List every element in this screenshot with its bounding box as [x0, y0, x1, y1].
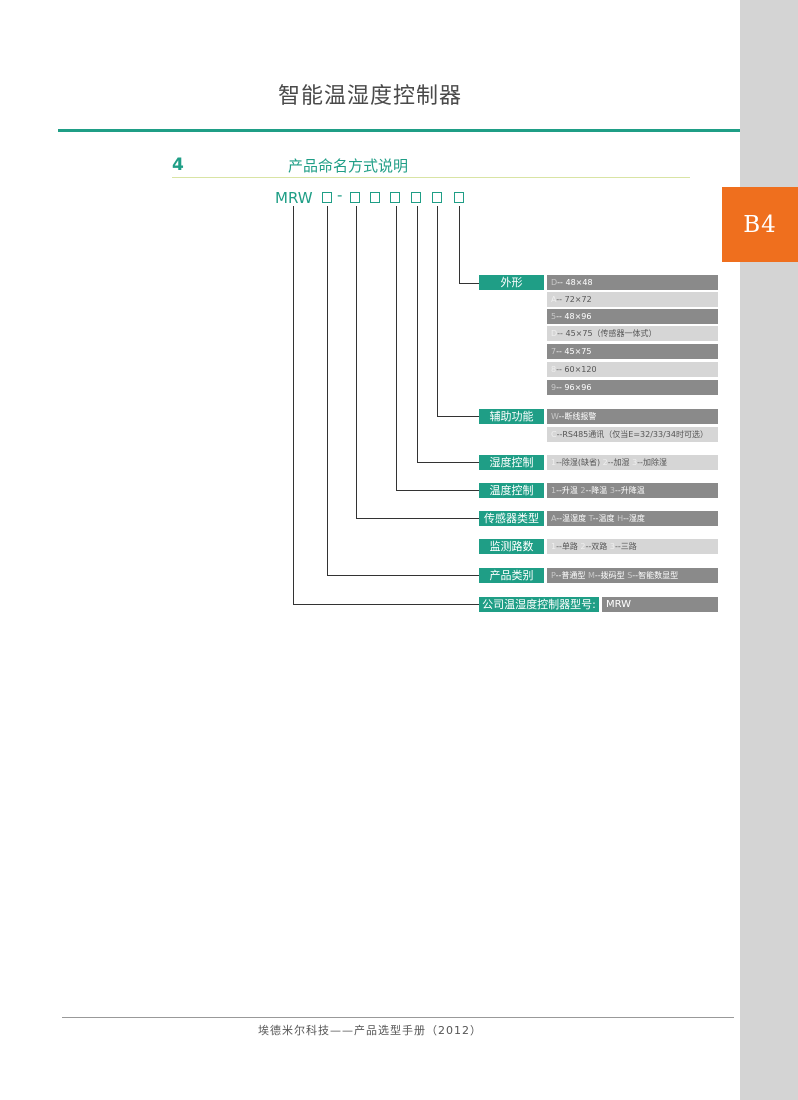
footer-text: 埃德米尔科技——产品选型手册（2012） [258, 1024, 482, 1037]
code-box-4 [390, 192, 400, 203]
code-box-3 [370, 192, 380, 203]
code-box-2 [350, 192, 360, 203]
temperature-options: 1--升温 2--降温 3--升降温 [547, 483, 718, 498]
code-box-5 [411, 192, 421, 203]
chapter-tab[interactable]: B4 [722, 187, 798, 262]
line-sensor [356, 206, 479, 519]
category-options: P--普通型 M--拨码型 S--智能数显型 [547, 568, 718, 583]
code-box-6 [432, 192, 442, 203]
label-shape: 外形 [479, 275, 544, 290]
shape-option-4: D-- 45×75（传感器一体式） [547, 326, 718, 341]
humidity-options: 1--除湿(缺省) 2--加湿 3--加除湿 [547, 455, 718, 470]
shape-option-3: 5-- 48×96 [547, 309, 718, 324]
shape-option-6: 8-- 60×120 [547, 362, 718, 377]
footer-divider [62, 1017, 734, 1018]
shape-option-7: 9-- 96×96 [547, 380, 718, 395]
model-separator: - [337, 186, 343, 204]
line-temp [396, 206, 479, 491]
right-sidebar [740, 0, 798, 1100]
company-model-value: MRW [602, 597, 718, 612]
label-channels: 监测路数 [479, 539, 544, 554]
aux-option-1: W--断线报警 [547, 409, 718, 424]
label-category: 产品类别 [479, 568, 544, 583]
label-aux: 辅助功能 [479, 409, 544, 424]
code-box-7 [454, 192, 464, 203]
code-box-1 [322, 192, 332, 203]
label-company-model: 公司温湿度控制器型号: [479, 597, 599, 612]
section-divider [172, 177, 690, 178]
model-prefix: MRW [275, 189, 313, 207]
line-aux [437, 206, 479, 417]
sensor-options: A--温湿度 T--温度 H--湿度 [547, 511, 718, 526]
label-humidity-control: 湿度控制 [479, 455, 544, 470]
channel-options: 1--单路 2--双路 3--三路 [547, 539, 718, 554]
line-company [293, 206, 479, 605]
header-divider [58, 129, 740, 132]
aux-option-2: C--RS485通讯（仅当E=32/33/34时可选） [547, 427, 718, 442]
shape-option-5: 7-- 45×75 [547, 344, 718, 359]
section-title: 产品命名方式说明 [288, 157, 409, 175]
label-temperature-control: 温度控制 [479, 483, 544, 498]
shape-option-2: A-- 72×72 [547, 292, 718, 307]
line-humid [417, 206, 479, 463]
label-sensor-type: 传感器类型 [479, 511, 544, 526]
shape-option-1: D-- 48×48 [547, 275, 718, 290]
line-shape [459, 206, 479, 284]
section-number: 4 [172, 155, 184, 175]
line-category [327, 206, 479, 576]
page-title: 智能温湿度控制器 [277, 84, 462, 109]
